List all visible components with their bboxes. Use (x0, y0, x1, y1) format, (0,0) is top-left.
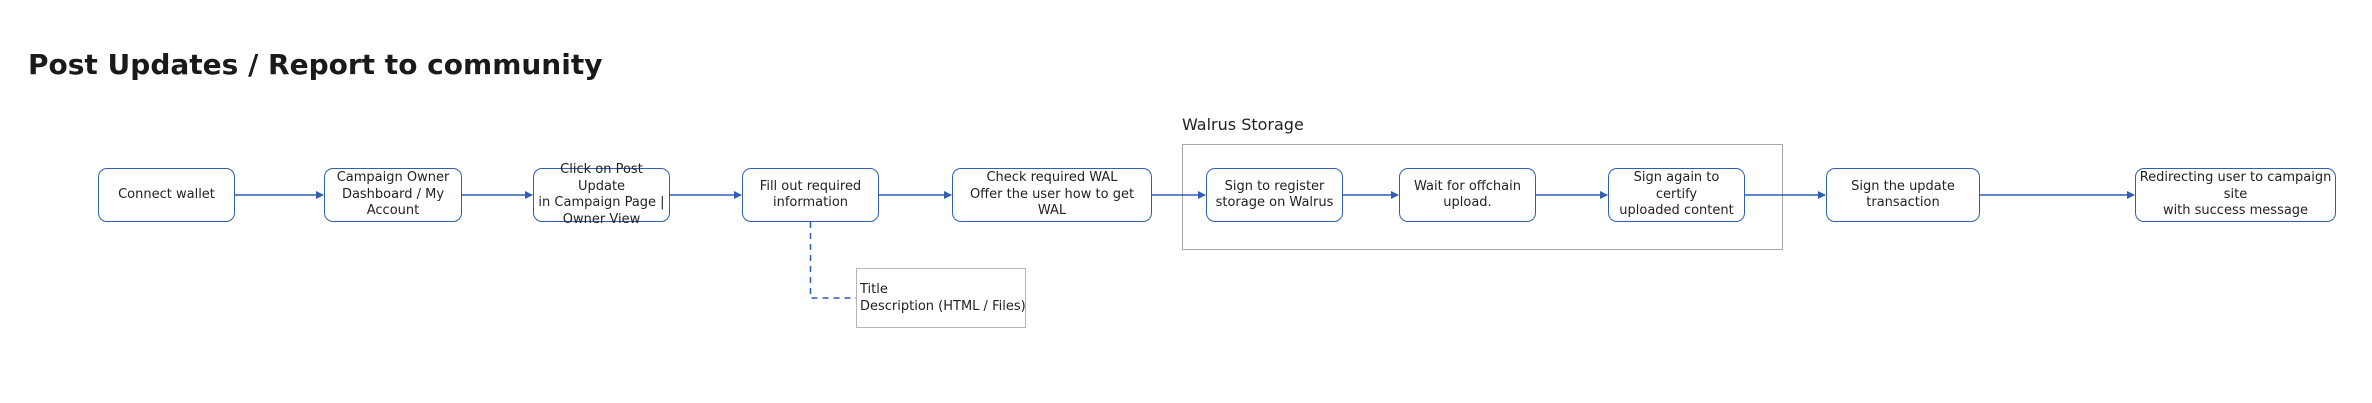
node-sign-update-transaction[interactable]: Sign the update transaction (1826, 168, 1980, 222)
node-fill-out-information[interactable]: Fill out required information (742, 168, 879, 222)
node-label: Click on Post Update in Campaign Page | … (538, 162, 665, 227)
node-campaign-owner-dashboard[interactable]: Campaign Owner Dashboard / My Account (324, 168, 462, 222)
node-label: Sign the update transaction (1851, 178, 1955, 211)
node-label: Connect wallet (118, 186, 215, 202)
node-sign-certify-content[interactable]: Sign again to certify uploaded content (1608, 168, 1745, 222)
required-info-note: Title Description (HTML / Files) (856, 268, 1026, 328)
note-line-title: Title (860, 282, 888, 297)
node-label: Sign again to certify uploaded content (1619, 170, 1734, 219)
node-label: Sign to register storage on Walrus (1215, 178, 1334, 211)
node-label: Check required WAL Offer the user how to… (969, 170, 1135, 219)
node-label: Redirecting user to campaign site with s… (2139, 170, 2332, 219)
node-connect-wallet[interactable]: Connect wallet (98, 168, 235, 222)
edge-fill-out-info-to-note (809, 222, 856, 299)
walrus-storage-group-label: Walrus Storage (1182, 115, 1304, 134)
node-label: Wait for offchain upload. (1414, 178, 1521, 211)
node-label: Fill out required information (759, 178, 862, 211)
node-redirect-success[interactable]: Redirecting user to campaign site with s… (2135, 168, 2336, 222)
page-title: Post Updates / Report to community (28, 48, 603, 81)
node-wait-offchain-upload[interactable]: Wait for offchain upload. (1399, 168, 1536, 222)
walrus-storage-group (1182, 144, 1783, 250)
node-label: Campaign Owner Dashboard / My Account (336, 170, 450, 219)
node-click-post-update[interactable]: Click on Post Update in Campaign Page | … (533, 162, 670, 227)
node-sign-register-storage[interactable]: Sign to register storage on Walrus (1206, 168, 1343, 222)
node-check-required-wal[interactable]: Check required WAL Offer the user how to… (952, 168, 1152, 222)
note-line-description: Description (HTML / Files) (860, 299, 1026, 314)
